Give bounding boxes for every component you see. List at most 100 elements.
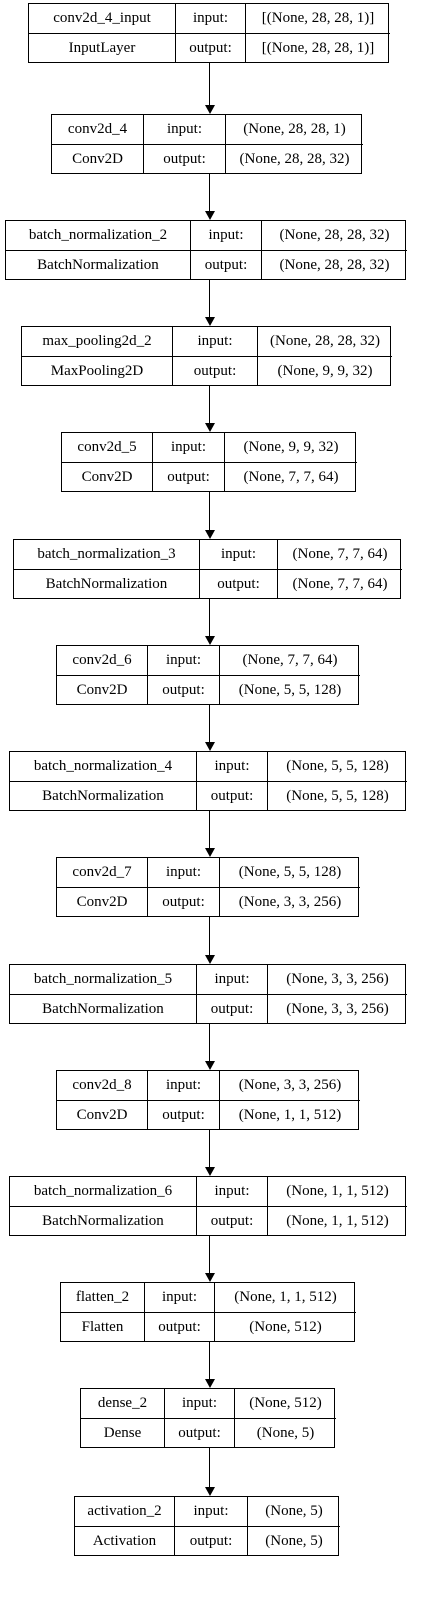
output-shape: (None, 28, 28, 32) — [225, 145, 363, 173]
input-shape: (None, 7, 7, 64) — [277, 540, 402, 569]
layer-node: batch_normalization_3 input:(None, 7, 7, … — [13, 539, 402, 599]
output-label: output: — [147, 888, 219, 916]
input-shape: (None, 7, 7, 64) — [219, 646, 360, 675]
layer-type: MaxPooling2D — [50, 362, 144, 379]
edge-arrow-line — [209, 63, 210, 105]
layer-row-output: Conv2D output:(None, 1, 1, 512) — [57, 1100, 360, 1129]
edge-arrowhead — [204, 742, 215, 751]
input-shape: (None, 28, 28, 32) — [261, 221, 407, 250]
output-shape: (None, 9, 9, 32) — [257, 357, 392, 385]
layer-name: conv2d_7 — [72, 864, 132, 880]
edge-arrowhead — [204, 317, 215, 326]
output-shape: (None, 1, 1, 512) — [219, 1101, 360, 1129]
layer-row-input: batch_normalization_2 input:(None, 28, 28… — [6, 221, 407, 250]
edge-arrow-line — [209, 1448, 210, 1487]
layer-row-output: Dense output:(None, 5) — [81, 1418, 336, 1447]
input-shape: (None, 1, 1, 512) — [267, 1177, 407, 1206]
output-label: output: — [152, 463, 224, 491]
edge-arrow-line — [209, 1236, 210, 1273]
input-label: input: — [199, 540, 277, 569]
input-label: input: — [174, 1497, 247, 1526]
input-shape: (None, 1, 1, 512) — [214, 1283, 356, 1312]
input-label: input: — [147, 858, 219, 887]
output-label: output: — [164, 1419, 234, 1447]
output-shape: (None, 7, 7, 64) — [224, 463, 357, 491]
layer-name: conv2d_8 — [72, 1077, 132, 1093]
output-label: output: — [199, 570, 277, 598]
edge-arrow-line — [209, 1342, 210, 1379]
output-shape: (None, 28, 28, 32) — [261, 251, 407, 279]
output-shape: (None, 5) — [234, 1419, 336, 1447]
layer-name: batch_normalization_5 — [33, 971, 173, 987]
layer-row-input: conv2d_7 input:(None, 5, 5, 128) — [57, 858, 360, 887]
output-label: output: — [147, 1101, 219, 1129]
edge-arrow-line — [209, 599, 210, 636]
layer-type: Flatten — [81, 1318, 124, 1335]
edge-arrowhead — [204, 211, 215, 220]
edge-arrowhead — [204, 1487, 215, 1496]
input-label: input: — [175, 4, 245, 33]
input-shape: (None, 5, 5, 128) — [267, 752, 407, 781]
input-label: input: — [147, 1071, 219, 1100]
layer-type: Conv2D — [81, 468, 133, 485]
edge-arrow-line — [209, 174, 210, 211]
input-shape: (None, 3, 3, 256) — [267, 965, 407, 994]
input-label: input: — [164, 1389, 234, 1418]
layer-name: batch_normalization_3 — [37, 546, 176, 562]
layer-name: batch_normalization_2 — [28, 227, 168, 243]
layer-type: Conv2D — [72, 150, 123, 167]
edge-arrowhead — [204, 848, 215, 857]
edge-arrowhead — [204, 105, 215, 114]
input-shape: (None, 5, 5, 128) — [219, 858, 360, 887]
layer-type: BatchNormalization — [45, 575, 168, 592]
layer-type: BatchNormalization — [37, 256, 159, 273]
output-label: output: — [172, 357, 257, 385]
edge-arrowhead — [204, 636, 215, 645]
layer-name: conv2d_4_input — [53, 10, 151, 26]
input-label: input: — [190, 221, 261, 250]
layer-node: batch_normalization_2 input:(None, 28, 28… — [5, 220, 407, 280]
edge-arrowhead — [204, 1167, 215, 1176]
edge-arrow-line — [209, 917, 210, 955]
input-shape: (None, 512) — [234, 1389, 336, 1418]
output-shape: (None, 5, 5, 128) — [219, 676, 360, 704]
layer-type: Dense — [103, 1424, 142, 1441]
output-label: output: — [144, 1313, 214, 1341]
edge-arrowhead — [204, 423, 215, 432]
layer-name: conv2d_5 — [77, 439, 137, 455]
layer-name: max_pooling2d_2 — [42, 333, 152, 349]
layer-name: conv2d_4 — [67, 121, 128, 137]
layer-type: Conv2D — [76, 681, 128, 698]
edge-arrow-line — [209, 811, 210, 848]
edge-arrow-line — [209, 492, 210, 530]
input-label: input: — [147, 646, 219, 675]
output-label: output: — [174, 1527, 247, 1555]
input-shape: (None, 28, 28, 1) — [225, 115, 363, 144]
layer-type: Conv2D — [76, 1106, 128, 1123]
edge-arrowhead — [204, 530, 215, 539]
layer-type: BatchNormalization — [42, 1000, 164, 1017]
output-shape: [(None, 28, 28, 1)] — [245, 34, 390, 62]
layer-name: dense_2 — [97, 1395, 148, 1411]
